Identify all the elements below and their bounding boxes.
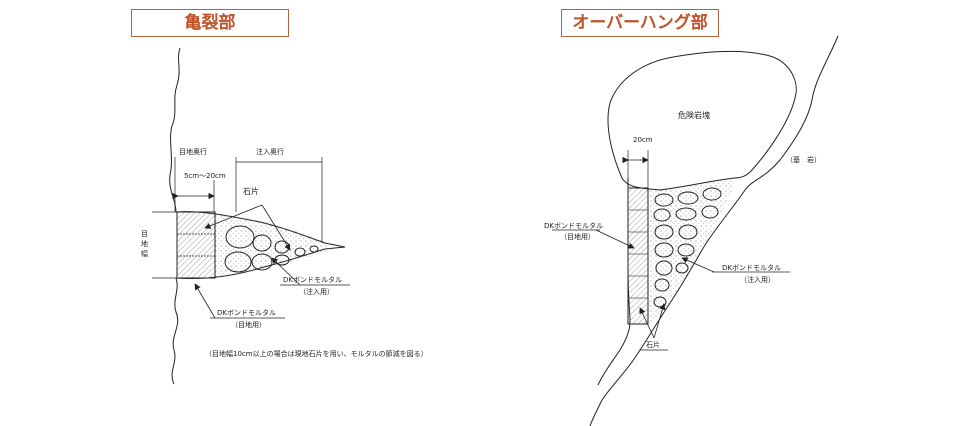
label-stone-left: 石片 bbox=[243, 186, 259, 196]
note-left: （目地幅10cm以上の場合は現地石片を用い、モルタルの節減を図る） bbox=[205, 349, 428, 358]
label-joint-width-2: 地 bbox=[141, 239, 148, 248]
stone-pieces-right bbox=[653, 187, 722, 308]
crack-section-diagram bbox=[152, 47, 350, 385]
cavity-left-face bbox=[597, 178, 631, 386]
right-title: オーバーハング部 bbox=[561, 9, 719, 37]
label-mortar-injection-left: DKボンドモルタル bbox=[283, 275, 342, 284]
label-joint-width-3: 幅 bbox=[141, 249, 148, 258]
label-joint-depth: 目地奥行 bbox=[179, 147, 207, 156]
left-title: 亀裂部 bbox=[131, 9, 289, 37]
joint-mortar-block bbox=[176, 211, 216, 279]
label-mortar-injection-sub-left: （注入用） bbox=[299, 287, 334, 296]
leader-joint bbox=[194, 283, 216, 319]
leader-stone bbox=[204, 204, 263, 229]
rock-face-lower bbox=[171, 277, 179, 385]
label-mortar-injection-right: DKボンドモルタル bbox=[722, 263, 781, 272]
label-injection-depth: 注入奥行 bbox=[256, 147, 284, 156]
rock-face-upper bbox=[169, 47, 181, 213]
leader-stone-right bbox=[639, 307, 655, 339]
injection-mortar-zone-right bbox=[648, 178, 735, 324]
label-mortar-injection-sub-right: （注入用） bbox=[740, 275, 775, 284]
overhang-section-diagram bbox=[552, 35, 839, 426]
label-joint-width-1: 目 bbox=[141, 230, 148, 238]
label-dimension-left: 5cm〜20cm bbox=[184, 172, 226, 180]
label-mortar-joint-sub-right: （目地用） bbox=[560, 232, 595, 241]
bedrock-edge bbox=[589, 35, 839, 426]
label-dimension-right: 20cm bbox=[633, 136, 653, 144]
label-mortar-joint-sub-left: （目地用） bbox=[231, 320, 266, 329]
label-danger-rock: 危険岩塊 bbox=[678, 110, 710, 120]
leader-injection-right bbox=[681, 257, 715, 273]
leader-stone-2 bbox=[261, 204, 291, 251]
leader-stone-right-2 bbox=[653, 303, 666, 339]
injection-mortar-zone bbox=[215, 214, 330, 278]
leader-joint-right bbox=[595, 229, 635, 249]
label-stone-right: 石片 bbox=[646, 340, 660, 349]
joint-mortar-column bbox=[627, 187, 649, 325]
label-mortar-joint-right: DKボンドモルタル bbox=[544, 221, 603, 230]
label-bedrock: （基 岩） bbox=[786, 155, 821, 164]
danger-rock-block bbox=[607, 51, 797, 191]
label-mortar-joint-left: DKボンドモルタル bbox=[217, 308, 276, 317]
leader-injection bbox=[271, 257, 301, 286]
